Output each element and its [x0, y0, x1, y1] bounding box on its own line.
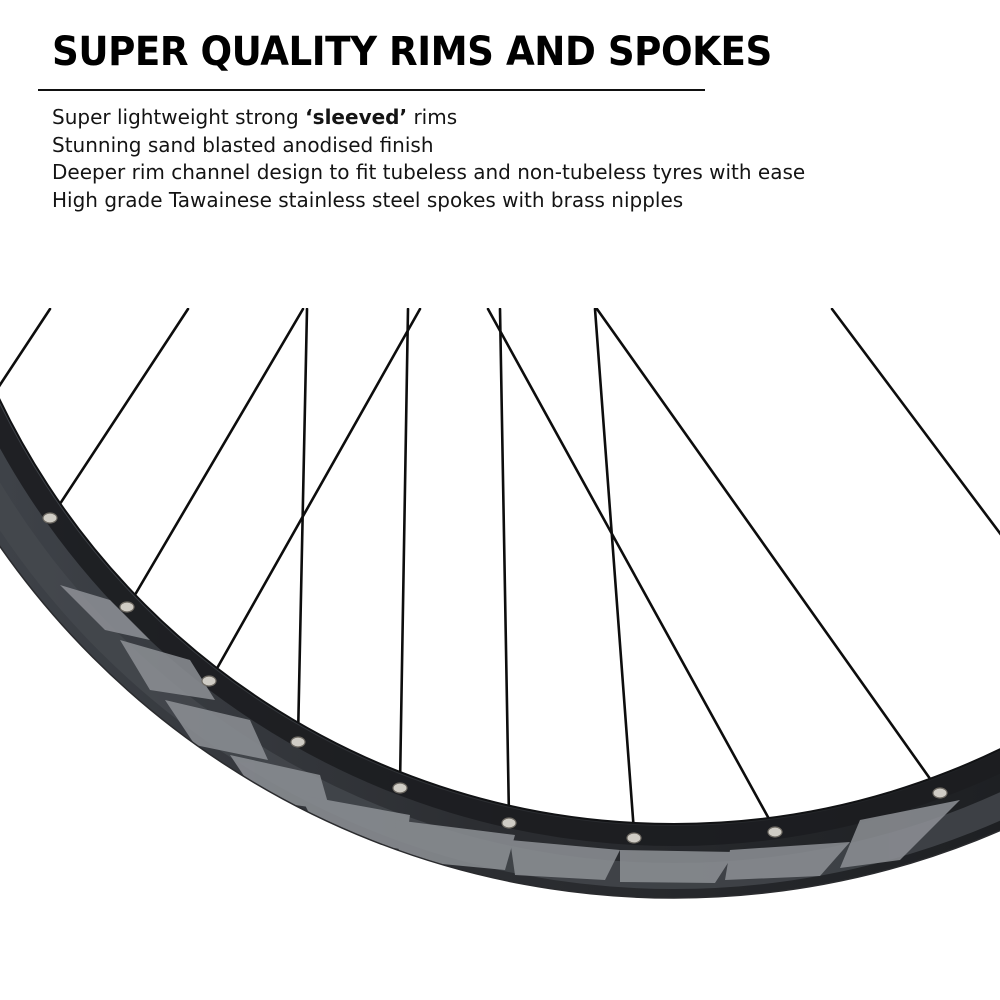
feature-list: Super lightweight strong ‘sleeved’ rims … — [52, 104, 805, 214]
feature-text: Stunning sand blasted anodised finish — [52, 132, 434, 157]
feature-text: High grade Tawainese stainless steel spo… — [52, 187, 684, 212]
feature-text: Deeper rim channel design to fit tubeles… — [52, 160, 806, 184]
feature-emphasis: ‘sleeved’ — [305, 105, 408, 129]
title-divider — [38, 89, 705, 91]
feature-item: Super lightweight strong ‘sleeved’ rims — [52, 104, 805, 132]
feature-item: High grade Tawainese stainless steel spo… — [52, 187, 805, 215]
page-title: SUPER QUALITY RIMS AND SPOKES — [52, 29, 772, 75]
feature-item: Stunning sand blasted anodised finish — [52, 132, 805, 160]
rim-decal — [60, 585, 960, 883]
spoke-nipples — [42, 512, 948, 844]
feature-text: rims — [407, 105, 458, 129]
feature-item: Deeper rim channel design to fit tubeles… — [52, 159, 805, 187]
spokes — [0, 308, 1000, 834]
feature-text: Super lightweight strong — [52, 105, 306, 129]
